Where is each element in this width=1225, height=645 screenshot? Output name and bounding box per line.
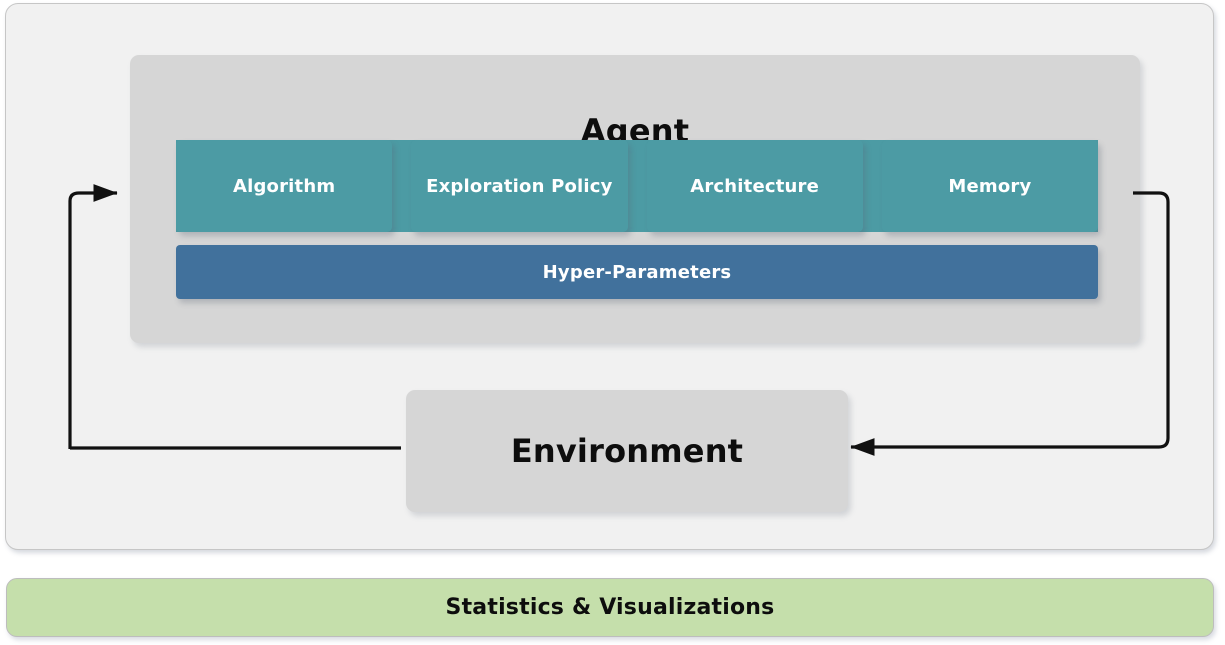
hyper-parameters-label: Hyper-Parameters xyxy=(542,261,732,283)
component-label: Exploration Policy xyxy=(426,175,613,197)
agent-component-row: Algorithm Exploration Policy Architectur… xyxy=(176,140,1098,232)
environment-title: Environment xyxy=(510,432,744,470)
agent-block[interactable]: Agent Algorithm Exploration Policy Archi… xyxy=(130,55,1140,343)
agent-component-algorithm[interactable]: Algorithm xyxy=(176,140,393,232)
environment-block[interactable]: Environment xyxy=(406,390,848,512)
agent-component-architecture[interactable]: Architecture xyxy=(646,140,863,232)
hyper-parameters-bar[interactable]: Hyper-Parameters xyxy=(176,245,1098,299)
statistics-visualizations-bar[interactable]: Statistics & Visualizations xyxy=(6,578,1214,637)
agent-component-exploration-policy[interactable]: Exploration Policy xyxy=(411,140,628,232)
component-label: Memory xyxy=(948,175,1032,197)
component-label: Algorithm xyxy=(232,175,336,197)
agent-component-memory[interactable]: Memory xyxy=(881,140,1098,232)
component-label: Architecture xyxy=(690,175,820,197)
statistics-visualizations-label: Statistics & Visualizations xyxy=(445,595,775,620)
framework-panel: Agent Algorithm Exploration Policy Archi… xyxy=(5,3,1214,550)
